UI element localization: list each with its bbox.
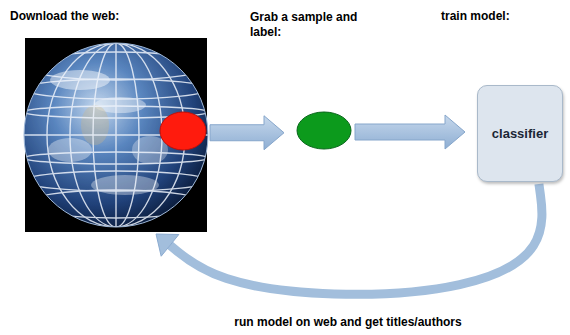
circle-outline (296, 111, 352, 150)
flow-arrow (355, 115, 465, 149)
feedback-arrow (156, 184, 542, 294)
globe-grid (20, 40, 212, 230)
block-arrow (355, 115, 465, 149)
step-heading: Grab a sample and label: (250, 10, 380, 40)
flow-arrow (210, 116, 284, 150)
globe-clouds (48, 70, 168, 195)
globe-rim (24, 43, 208, 227)
curved-arrow-body (170, 184, 542, 294)
web-sample-region (160, 112, 206, 150)
block-arrow (210, 116, 284, 150)
sample-circle-shape (297, 112, 351, 149)
step-heading: Download the web: (10, 9, 190, 24)
classifier-box: train model:classifier (477, 85, 563, 182)
arrow-head (156, 234, 179, 256)
globe-node: Download the web: (25, 38, 207, 232)
node-label: classifier (486, 126, 554, 141)
sample-circle: Grab a sample and label: (296, 111, 352, 150)
edge-label: run model on web and get titles/authors (234, 315, 461, 330)
step-heading: train model: (441, 9, 561, 24)
